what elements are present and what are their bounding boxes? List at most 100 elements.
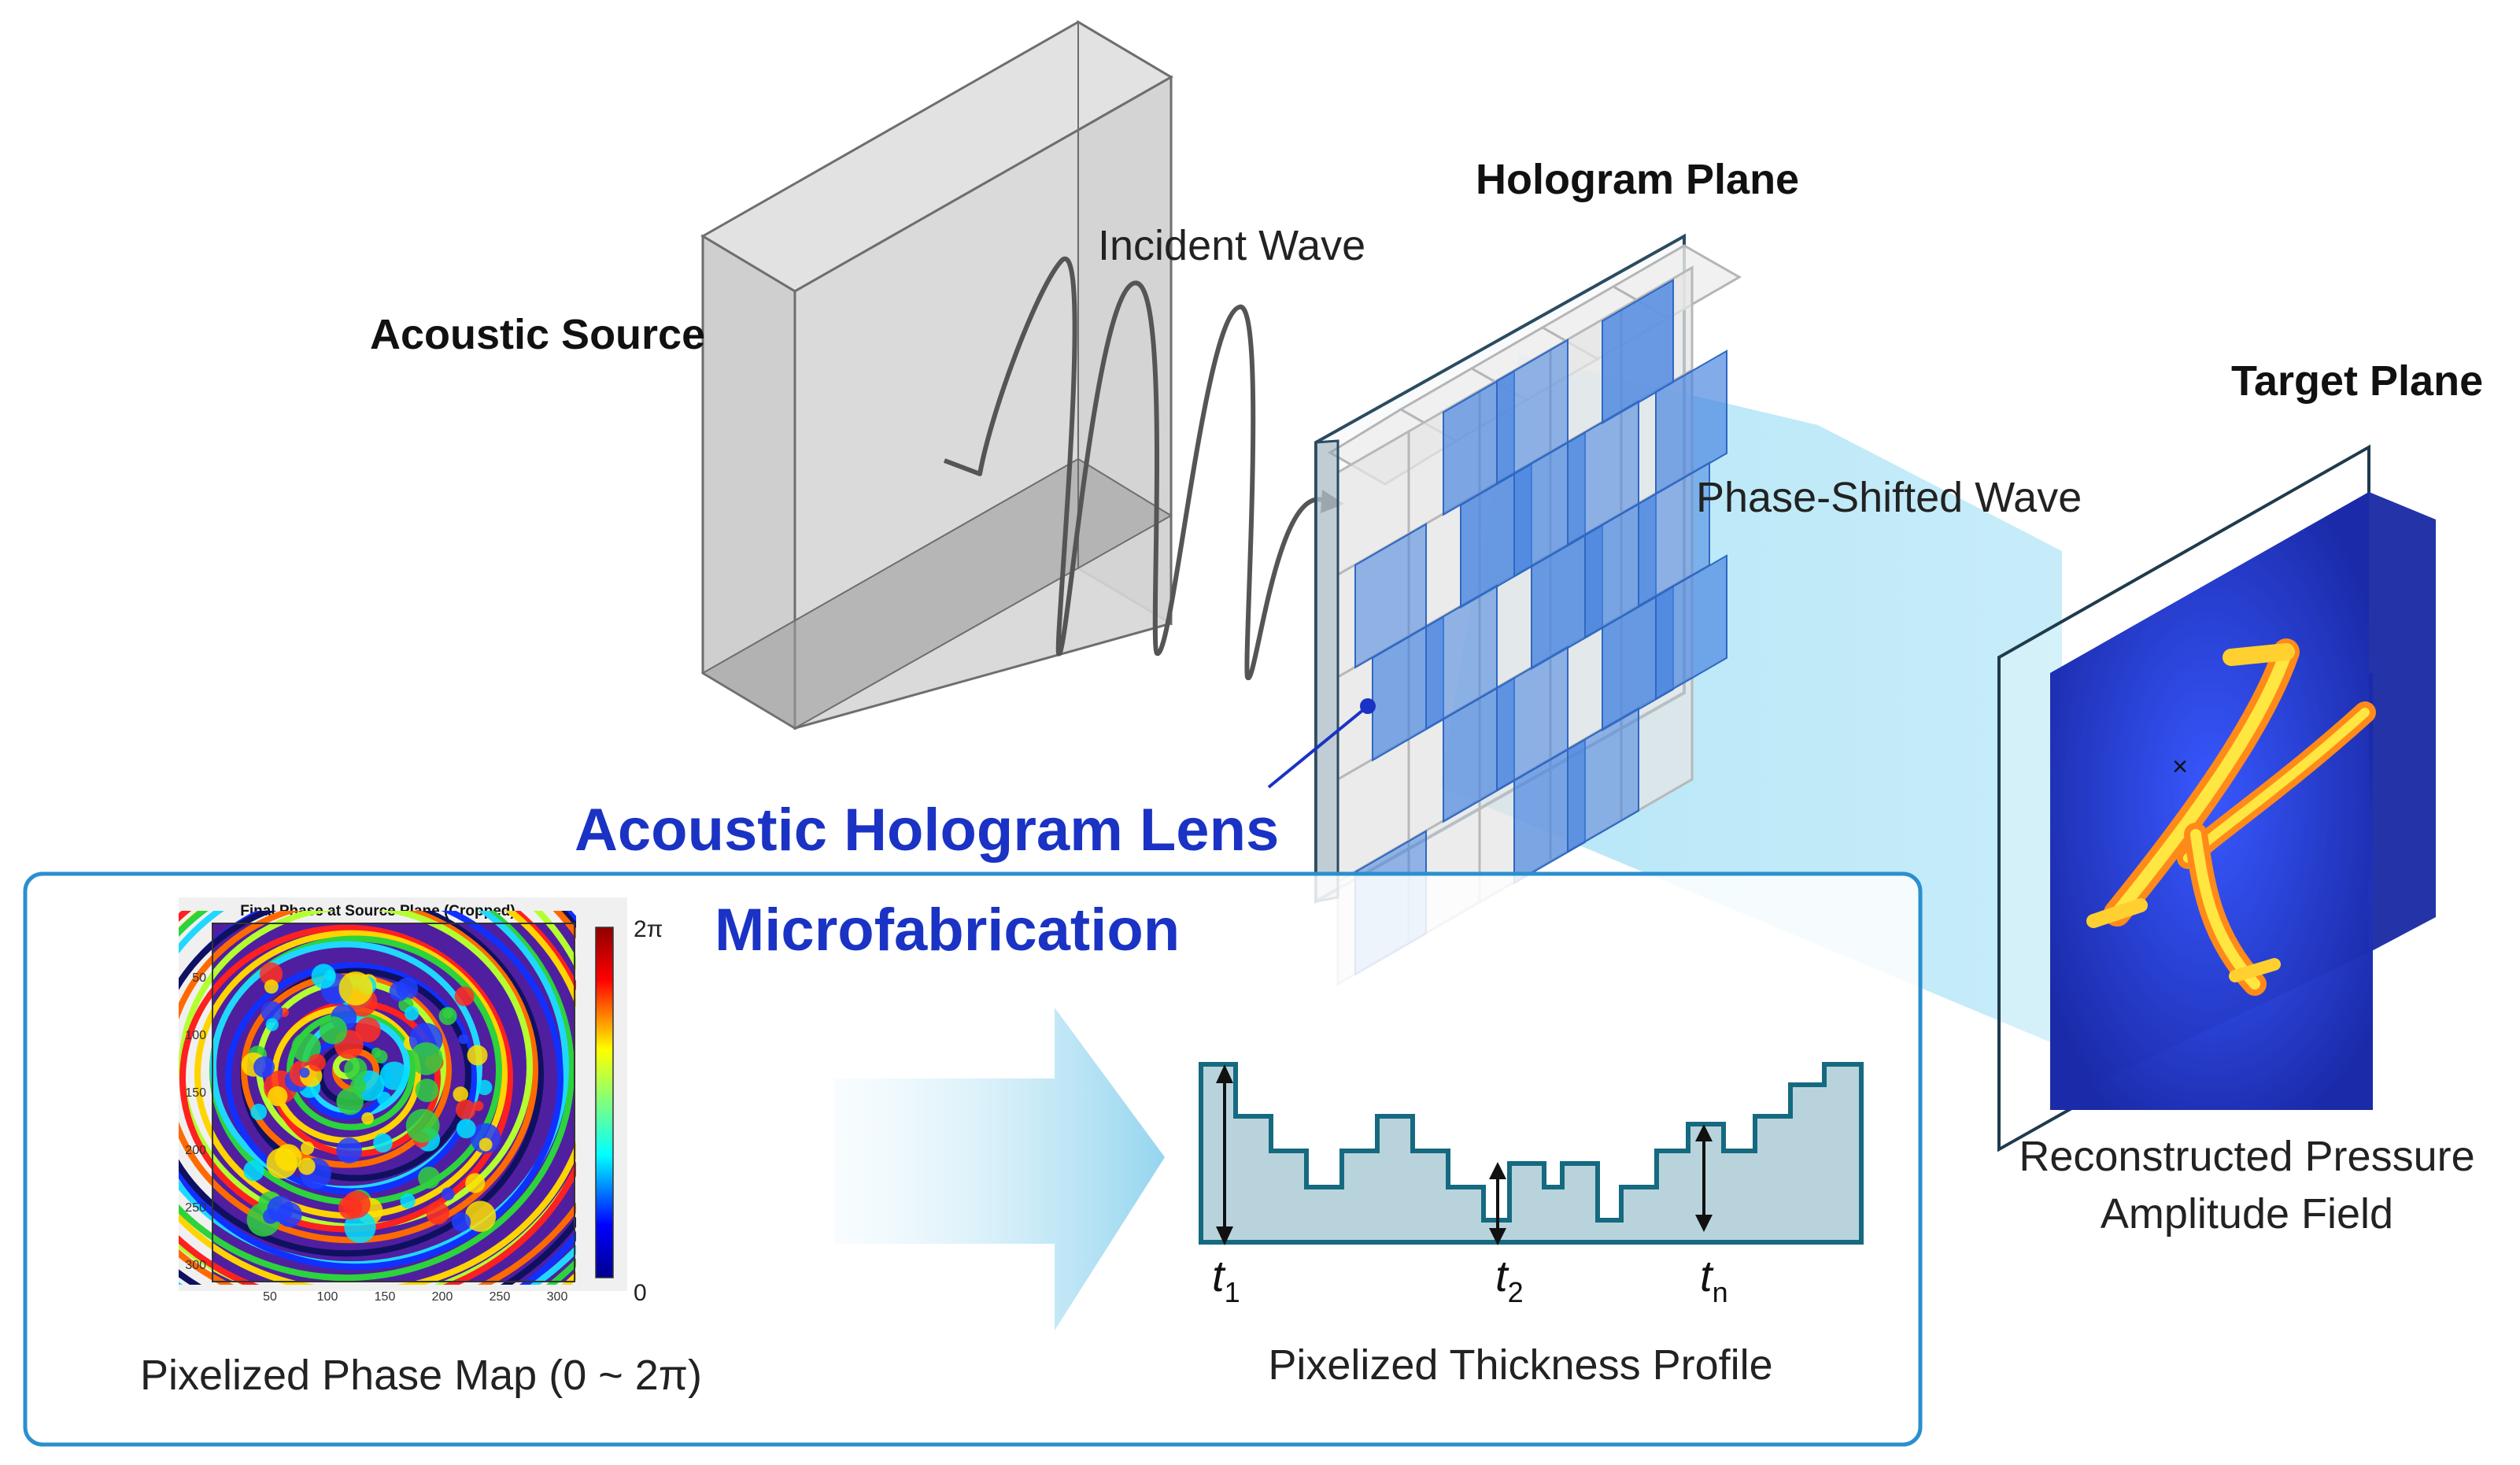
phase-speckle — [243, 1160, 264, 1182]
colorbar — [595, 927, 614, 1278]
reconstructed-label-line2: Amplitude Field — [2101, 1190, 2393, 1237]
phase-speckle — [319, 1016, 348, 1045]
hologram-pillar — [1655, 554, 1727, 701]
t1-subscript: 1 — [1225, 1276, 1240, 1308]
phase-speckle — [456, 1099, 476, 1120]
y-tick-label: 300 — [185, 1259, 206, 1272]
phase-speckle — [338, 971, 373, 1006]
y-tick-label: 100 — [185, 1029, 206, 1042]
reconstructed-k-pattern — [2086, 638, 2376, 996]
x-tick-label: 150 — [375, 1290, 396, 1304]
thickness-caption: Pixelized Thickness Profile — [1268, 1341, 1772, 1389]
phase-speckle — [476, 1079, 493, 1096]
incident-wave-label: Incident Wave — [1098, 222, 1365, 269]
tn-subscript: n — [1713, 1276, 1728, 1308]
tn-label: t — [1700, 1251, 1714, 1300]
phase-speckle — [264, 979, 279, 994]
x-tick-label: 300 — [547, 1290, 568, 1304]
phase-speckle — [441, 1187, 455, 1201]
phase-speckle — [361, 1112, 374, 1125]
phase-speckle — [389, 981, 409, 1001]
phase-speckle — [299, 1067, 310, 1078]
t2-label: t — [1495, 1251, 1509, 1300]
phase-speckle — [405, 1108, 440, 1143]
phase-speckle — [404, 1006, 419, 1021]
phase-speckle — [465, 1173, 486, 1193]
phase-speckle — [467, 1045, 488, 1066]
phase-speckle — [324, 970, 336, 982]
phase-speckle — [308, 1053, 326, 1072]
phase-speckle — [418, 1166, 441, 1189]
phase-speckle — [458, 1034, 469, 1045]
phase-speckle — [250, 1104, 268, 1120]
phase-speckle — [426, 1201, 449, 1225]
lens-pointer-line — [1267, 705, 1369, 789]
y-tick-label: 200 — [185, 1144, 206, 1157]
phase-speckle — [451, 1212, 471, 1232]
phase-speckle — [400, 1193, 416, 1209]
phase-speckle — [373, 1133, 393, 1153]
phase-speckle — [260, 1001, 283, 1023]
phase-fringe — [179, 911, 544, 1257]
phase-fringe — [179, 911, 563, 1271]
phase-speckle — [379, 1061, 409, 1090]
y-tick-label: 250 — [185, 1201, 206, 1215]
phase-speckle — [253, 1056, 275, 1078]
phase-speckle — [311, 964, 336, 989]
t2-subscript: 2 — [1508, 1276, 1524, 1308]
acoustic-source-label: Acoustic Source — [370, 311, 705, 358]
target-plane: × — [1997, 444, 2436, 1152]
phase-speckle — [438, 1007, 457, 1026]
target-center-marker: × — [2172, 752, 2188, 782]
phase-speckle — [338, 1195, 363, 1220]
phase-speckle — [355, 1017, 381, 1043]
x-tick-label: 200 — [432, 1290, 453, 1304]
x-tick-label: 100 — [317, 1290, 338, 1304]
phase-speckle — [300, 1141, 315, 1155]
phase-speckle — [371, 1047, 382, 1058]
phase-speckle — [453, 1086, 469, 1102]
svg-text:t2: t2 — [1495, 1251, 1524, 1308]
phase-speckle — [259, 962, 283, 986]
colorbar-max-label: 2π — [634, 916, 663, 942]
target-plane-label: Target Plane — [2231, 357, 2483, 405]
x-tick-label: 250 — [490, 1290, 511, 1304]
svg-text:tn: tn — [1700, 1251, 1728, 1308]
incident-wave — [943, 256, 1323, 680]
x-tick-label: 50 — [263, 1290, 277, 1304]
microfabrication-title: Microfabrication — [715, 897, 1180, 964]
phase-speckle — [265, 1018, 279, 1031]
phase-speckle — [415, 1078, 439, 1102]
phase-speckle — [456, 1119, 476, 1139]
y-tick-label: 150 — [185, 1086, 206, 1100]
thickness-profile: t1 t2 tn — [1199, 1062, 1864, 1308]
phase-map-plot: Final Phase at Source Plane (Cropped) 2π… — [179, 897, 663, 1306]
phase-map-caption: Pixelized Phase Map (0 ~ 2π) — [140, 1352, 702, 1399]
t1-label: t — [1212, 1251, 1226, 1300]
phase-shifted-wave-label: Phase-Shifted Wave — [1696, 474, 2082, 521]
phase-fringe — [225, 962, 477, 1195]
y-tick-label: 50 — [192, 971, 206, 985]
hologram-pillar — [1567, 707, 1639, 853]
process-arrow — [834, 1008, 1165, 1330]
colorbar-min-label: 0 — [634, 1280, 647, 1306]
acoustic-source-box — [700, 20, 1173, 731]
hologram-pillar — [1655, 350, 1727, 496]
phase-speckle — [454, 986, 475, 1007]
lens-title: Acoustic Hologram Lens — [575, 797, 1279, 864]
phase-speckle — [268, 1086, 288, 1107]
phase-speckle — [464, 1200, 497, 1232]
phase-speckle — [473, 1101, 484, 1112]
hologram-plane-label: Hologram Plane — [1476, 156, 1799, 203]
phase-speckle — [409, 1041, 443, 1075]
phase-speckle — [297, 1157, 316, 1175]
phase-speckle — [344, 1057, 368, 1081]
phase-speckle — [336, 1138, 363, 1163]
phase-speckle — [276, 1201, 302, 1227]
reconstructed-label-line1: Reconstructed Pressure — [2019, 1133, 2474, 1180]
phase-speckle — [266, 1148, 297, 1179]
phase-speckle — [336, 1087, 364, 1115]
phase-speckle — [479, 1138, 493, 1152]
svg-text:t1: t1 — [1212, 1251, 1240, 1308]
phase-fringe — [179, 911, 575, 1282]
